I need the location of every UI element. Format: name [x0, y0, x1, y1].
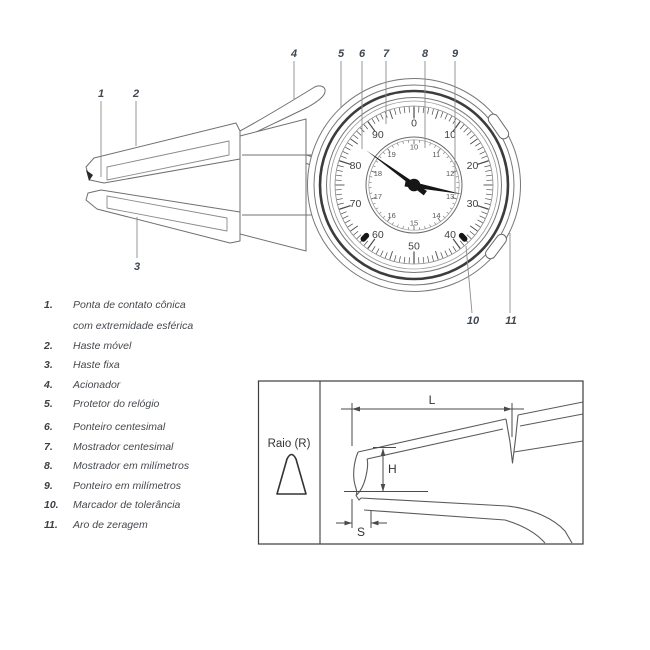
- legend-item: 11. Aro de zeragem: [44, 519, 249, 531]
- legend-item-text: Ponteiro centesimal: [73, 421, 166, 433]
- callout-10: 10: [467, 315, 480, 327]
- legend-item-number: 10.: [44, 499, 59, 511]
- legend-item-text: Haste móvel: [73, 339, 132, 352]
- legend-item-line: Ponta de contato cônica: [73, 299, 186, 311]
- tip-profile: [353, 401, 584, 544]
- dim-label-S: S: [357, 525, 365, 539]
- legend-item-text: Protetor do relógio: [73, 398, 160, 410]
- callout-11: 11: [505, 315, 516, 327]
- legend-item-number: 1.: [44, 299, 53, 311]
- legend-item-text: Marcador de tolerância: [73, 499, 181, 511]
- legend-item: 7. Mostrador centesimal: [44, 441, 249, 453]
- legend-item-text: Ponteiro em milímetros: [73, 479, 181, 492]
- svg-text:40: 40: [444, 229, 456, 241]
- detail-box-border: [257, 380, 584, 545]
- svg-text:20: 20: [467, 160, 479, 172]
- legend-item: 1. Ponta de contato cônica com extremida…: [44, 299, 249, 332]
- dim-label-L: L: [429, 393, 436, 407]
- callout-6: 6: [359, 48, 366, 60]
- lower-arm: [85, 189, 241, 244]
- contact-tip: [86, 170, 93, 181]
- legend-item-text: Ponta de contato cônica com extremidade …: [73, 299, 193, 332]
- legend-item: 4. Acionador: [44, 379, 249, 391]
- legend-item-text: Mostrador centesimal: [73, 440, 174, 453]
- callout-numbers: 1 2 3 4 5 6 7 8 9 10 11: [98, 48, 517, 327]
- callout-2: 2: [132, 88, 139, 100]
- legend-item-line: com extremidade esférica: [73, 320, 194, 332]
- legend-item-number: 6.: [44, 421, 53, 433]
- bezel-tab: [485, 113, 510, 260]
- legend-item: 3. Haste fixa: [44, 359, 249, 371]
- svg-text:19: 19: [387, 150, 395, 159]
- svg-text:60: 60: [372, 229, 384, 241]
- callout-4: 4: [290, 48, 297, 60]
- svg-text:10: 10: [444, 129, 456, 141]
- tolerance-markers: [360, 232, 468, 242]
- callout-5: 5: [338, 48, 345, 60]
- svg-text:12: 12: [446, 169, 454, 178]
- svg-text:70: 70: [350, 198, 362, 210]
- svg-text:10: 10: [410, 143, 418, 152]
- legend-item-number: 9.: [44, 479, 53, 492]
- radius-label: Raio (R): [268, 438, 311, 450]
- svg-text:11: 11: [432, 150, 440, 159]
- callout-7: 7: [383, 48, 390, 60]
- legend-item-text: Acionador: [73, 378, 121, 391]
- centesimal-scale-numbers: 0 10 20 30 40 50 60 70 80 90: [350, 118, 479, 253]
- collar: [239, 118, 307, 252]
- svg-text:13: 13: [446, 192, 454, 201]
- leader-lines: [100, 61, 511, 314]
- tip-detail-diagram: Raio (R): [257, 380, 584, 545]
- legend-item-number: 3.: [44, 359, 53, 371]
- dimension-arrows: [344, 406, 512, 526]
- svg-text:90: 90: [372, 129, 384, 141]
- legend-item-number: 11.: [44, 518, 58, 531]
- legend-item: 5. Protetor do relógio: [44, 398, 249, 410]
- svg-text:14: 14: [432, 211, 440, 220]
- callout-3: 3: [134, 261, 140, 273]
- svg-text:16: 16: [387, 211, 395, 220]
- legend-item: 8. Mostrador em milímetros: [44, 460, 249, 472]
- legend-item-text: Haste fixa: [73, 359, 120, 371]
- dim-label-H: H: [388, 462, 397, 476]
- svg-text:50: 50: [408, 241, 420, 253]
- legend-item-text: Mostrador em milímetros: [73, 460, 190, 472]
- legend: 1. Ponta de contato cônica com extremida…: [44, 299, 249, 538]
- callout-1: 1: [98, 88, 104, 100]
- radius-tip-shape: [276, 453, 307, 495]
- legend-item: 10. Marcador de tolerância: [44, 499, 249, 511]
- needle-hub: [407, 178, 421, 192]
- legend-item-text: Aro de zeragem: [73, 518, 148, 531]
- svg-text:17: 17: [374, 192, 382, 201]
- legend-item-number: 5.: [44, 398, 53, 410]
- actuator-lever: [239, 85, 326, 138]
- legend-item-number: 8.: [44, 460, 53, 472]
- legend-item: 2. Haste móvel: [44, 340, 249, 352]
- upper-arm: [85, 122, 241, 184]
- callout-9: 9: [452, 48, 459, 60]
- svg-text:80: 80: [350, 160, 362, 172]
- callout-8: 8: [422, 48, 429, 60]
- dial-face: 0 10 20 30 40 50 60 70 80 90 10 11 12 13 14 15 16 17 18 19: [307, 78, 521, 292]
- legend-item-number: 2.: [44, 339, 53, 352]
- millimeter-scale-numbers: 10 11 12 13 14 15 16 17 18 19: [374, 143, 455, 228]
- legend-item-number: 4.: [44, 378, 53, 391]
- svg-text:15: 15: [410, 219, 418, 228]
- svg-text:0: 0: [411, 118, 417, 130]
- legend-item: 9. Ponteiro em milímetros: [44, 480, 249, 492]
- svg-text:30: 30: [467, 198, 479, 210]
- legend-item: 6. Ponteiro centesimal: [44, 421, 249, 433]
- svg-text:18: 18: [374, 169, 382, 178]
- legend-item-number: 7.: [44, 440, 53, 453]
